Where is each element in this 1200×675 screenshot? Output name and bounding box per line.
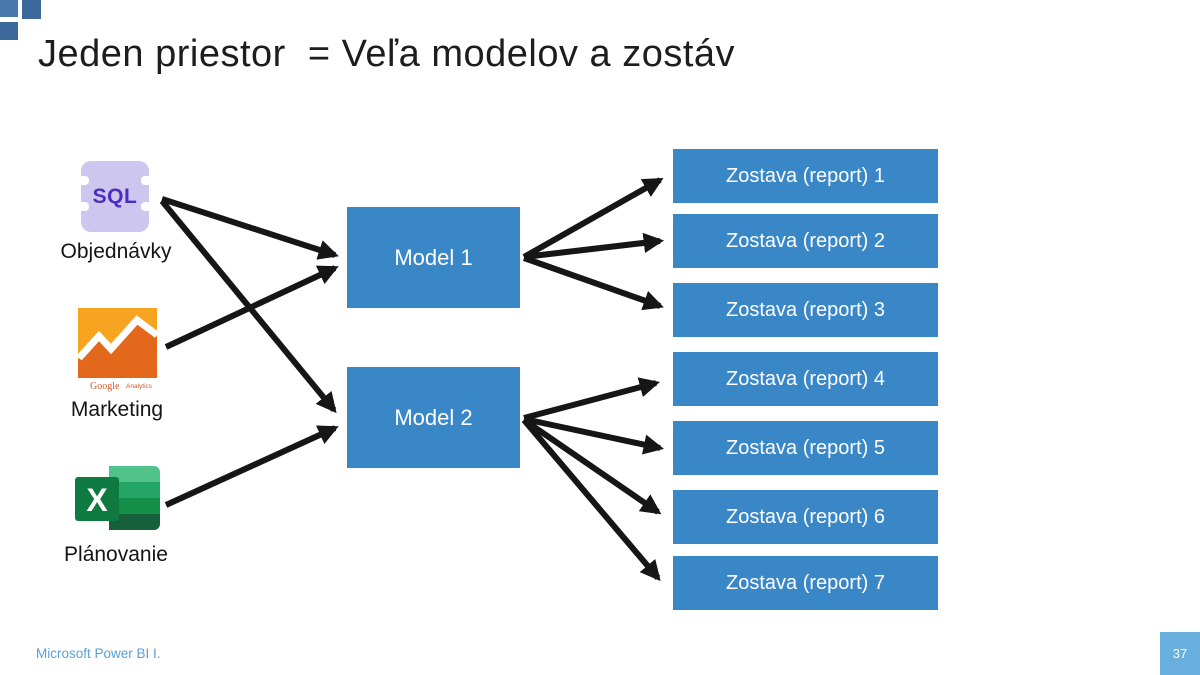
sql-icon-notch: [141, 176, 152, 185]
report-box-6: Zostava (report) 6: [673, 490, 938, 544]
corner-square-decoration: [0, 0, 18, 17]
ga-brand-suffix-text: Analytics: [126, 383, 153, 390]
report-4-label: Zostava (report) 4: [726, 367, 885, 390]
source-label-planovanie: Plánovanie: [64, 543, 168, 566]
report-3-label: Zostava (report) 3: [726, 298, 885, 321]
arrow-model2-to-report5: [523, 416, 664, 455]
model-1-box: Model 1: [347, 207, 520, 308]
report-box-1: Zostava (report) 1: [673, 149, 938, 203]
footer-text: Microsoft Power BI I.: [36, 646, 161, 661]
corner-square-decoration: [22, 0, 41, 19]
arrow-objednavky-to-model2: [159, 199, 337, 414]
excel-sheet: [109, 466, 160, 530]
sql-icon-notch: [78, 176, 89, 185]
arrow-marketing-to-model1: [164, 265, 339, 350]
report-box-4: Zostava (report) 4: [673, 352, 938, 406]
arrow-model2-to-report4: [523, 377, 660, 421]
arrow-planovanie-to-model2: [164, 425, 339, 508]
source-label-marketing: Marketing: [70, 398, 164, 421]
report-box-2: Zostava (report) 2: [673, 214, 938, 268]
sql-icon-notch: [78, 202, 89, 211]
arrow-model1-to-report1: [522, 177, 664, 260]
excel-x-glyph: X: [86, 482, 108, 518]
arrow-model1-to-report2: [523, 232, 665, 260]
report-box-3: Zostava (report) 3: [673, 283, 938, 337]
ga-brand-text: Google: [90, 381, 120, 392]
excel-icon: X: [75, 466, 160, 530]
source-label-objednavky: Objednávky: [60, 240, 172, 263]
report-6-label: Zostava (report) 6: [726, 505, 885, 528]
arrow-model1-to-report3: [523, 255, 664, 311]
report-box-7: Zostava (report) 7: [673, 556, 938, 610]
model-2-label: Model 2: [394, 404, 473, 430]
page-number-badge: 37: [1160, 632, 1200, 675]
arrow-model2-to-report7: [521, 418, 661, 582]
report-1-label: Zostava (report) 1: [726, 164, 885, 187]
report-7-label: Zostava (report) 7: [726, 571, 885, 594]
model-2-box: Model 2: [347, 367, 520, 468]
report-5-label: Zostava (report) 5: [726, 436, 885, 459]
sql-database-icon: SQL: [78, 161, 152, 232]
report-2-label: Zostava (report) 2: [726, 229, 885, 252]
corner-square-decoration: [0, 22, 18, 40]
report-box-5: Zostava (report) 5: [673, 421, 938, 475]
sql-icon-label: SQL: [92, 184, 138, 208]
slide-title: Jeden priestor = Veľa modelov a zostáv: [38, 33, 736, 75]
model-1-label: Model 1: [394, 244, 473, 270]
sql-icon-notch: [141, 202, 152, 211]
arrow-model2-to-report6: [522, 417, 662, 515]
google-analytics-icon: Google Analytics: [78, 308, 157, 392]
